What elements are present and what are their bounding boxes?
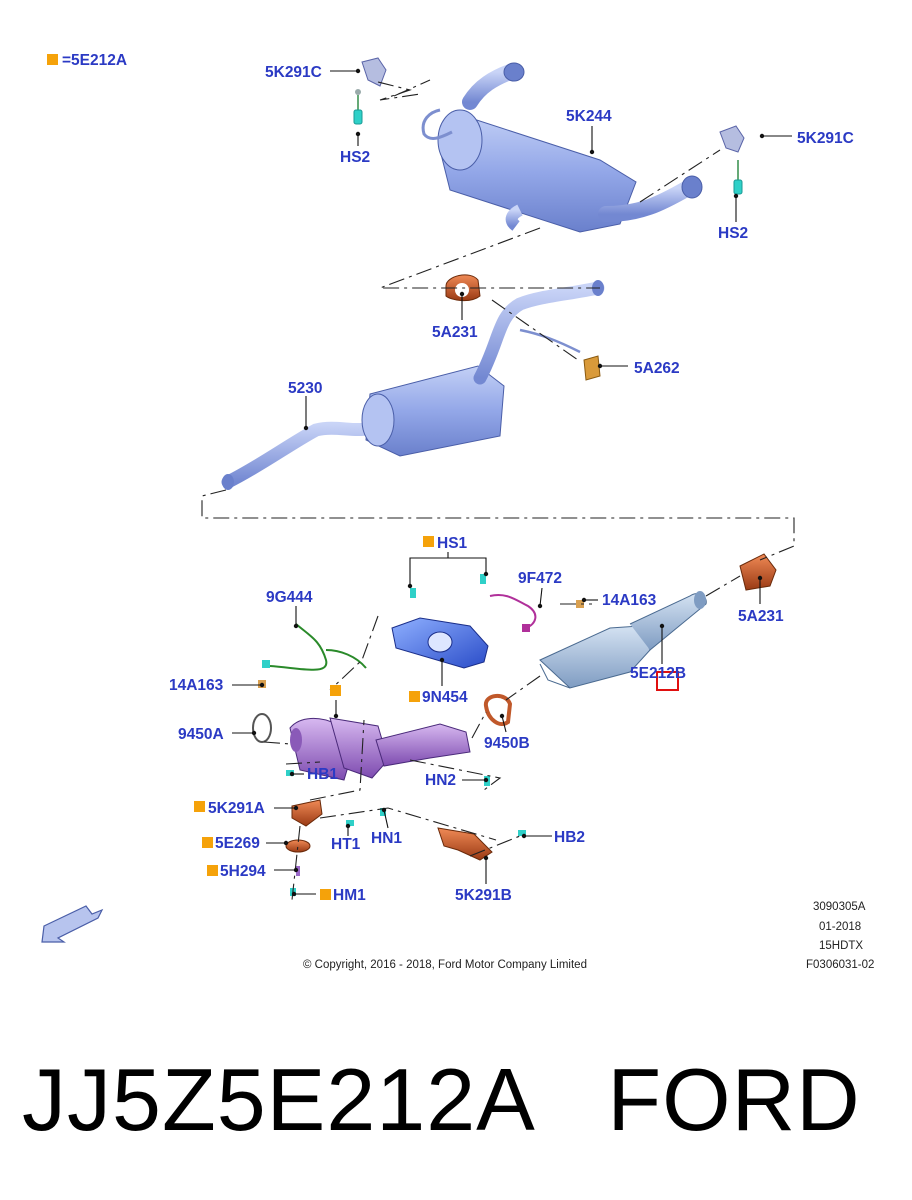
meta-date: 01-2018: [819, 921, 861, 933]
label-5H294: 5H294: [220, 863, 266, 880]
legend: =5E212A: [47, 52, 127, 69]
label-HS2-left: HS2: [340, 149, 370, 166]
sensor-9G444: [262, 623, 367, 671]
gasket-9450A: [252, 713, 272, 743]
meta-figure: F0306031-02: [806, 959, 874, 971]
label-HN1: HN1: [371, 830, 402, 847]
copyright: © Copyright, 2016 - 2018, Ford Motor Com…: [303, 959, 587, 971]
leader-lines: [232, 68, 792, 897]
label-HM1: HM1: [333, 887, 366, 904]
label-5230: 5230: [288, 380, 322, 397]
label-9450B: 9450B: [484, 735, 530, 752]
center-muffler-5230: [221, 280, 605, 490]
label-HN2: HN2: [425, 772, 456, 789]
meta-code: 3090305A: [813, 901, 866, 913]
direction-arrow-icon: [41, 905, 104, 943]
label-HS1: HS1: [437, 535, 468, 552]
part-number: JJ5Z5E212A: [22, 1050, 531, 1149]
insulator-5A262: [583, 355, 601, 381]
brand-name: FORD: [607, 1050, 861, 1149]
legend-text: =5E212A: [62, 52, 127, 69]
label-9F472: 9F472: [518, 570, 562, 587]
label-5A231-lower: 5A231: [738, 608, 784, 625]
part-labels: 5K291C HS2 5K244 5K291C HS2 5A231 5A262 …: [169, 64, 854, 904]
clamp-5A231-lower: [739, 553, 777, 591]
label-9G444: 9G444: [266, 589, 313, 606]
figure-metadata: 3090305A 01-2018 15HDTX F0306031-02 © Co…: [303, 901, 874, 971]
particulate-filter-5E212B: [539, 591, 707, 691]
label-5A231-upper: 5A231: [432, 324, 478, 341]
connection-lines: [201, 79, 795, 901]
label-HT1: HT1: [331, 836, 361, 853]
label-14A163-left: 14A163: [169, 677, 224, 694]
highlight-box-icon: [656, 671, 679, 691]
sensor-9F472: [489, 594, 537, 632]
label-9450A: 9450A: [178, 726, 224, 743]
meta-model: 15HDTX: [819, 940, 863, 952]
label-HB2: HB2: [554, 829, 585, 846]
label-5A262: 5A262: [634, 360, 680, 377]
label-14A163-right: 14A163: [602, 592, 657, 609]
bracket-5K291C-right: [719, 125, 745, 195]
label-HS2-right: HS2: [718, 225, 748, 242]
part-caption: JJ5Z5E212A FORD: [22, 1040, 861, 1160]
label-5K291B: 5K291B: [455, 887, 512, 904]
label-5E212B: 5E212B: [630, 665, 686, 682]
bracket-5K291A: [291, 799, 323, 827]
label-5K291C-left: 5K291C: [265, 64, 322, 81]
flag-markers: [194, 536, 434, 900]
label-5E269: 5E269: [215, 835, 260, 852]
catalytic-converter: [289, 717, 471, 781]
heat-shield-9N454: [391, 617, 489, 669]
label-HB1: HB1: [307, 766, 338, 783]
label-9N454: 9N454: [422, 689, 468, 706]
bracket-5K291B: [437, 827, 493, 861]
rear-muffler-5K244: [421, 62, 703, 233]
label-5K291A: 5K291A: [208, 800, 265, 817]
bracket-5K291C-left: [353, 57, 387, 125]
legend-flag-icon: [47, 54, 58, 65]
gasket-9450B: [483, 694, 513, 726]
label-5K244: 5K244: [566, 108, 612, 125]
label-5K291C-right: 5K291C: [797, 130, 854, 147]
